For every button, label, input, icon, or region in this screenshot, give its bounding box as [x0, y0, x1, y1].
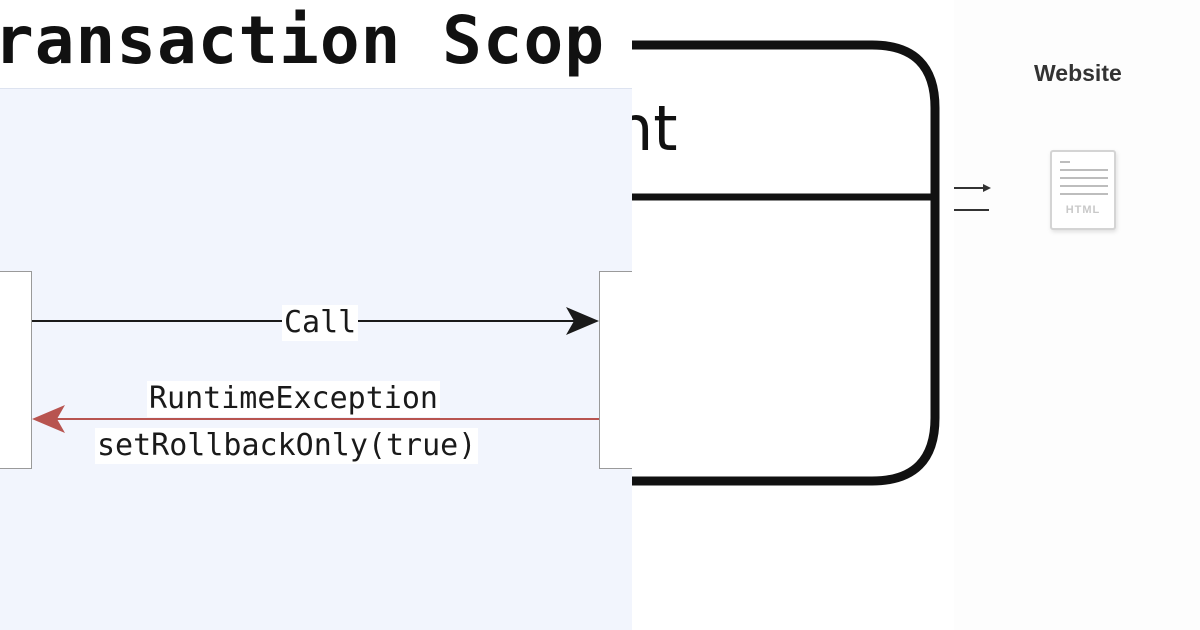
- connection-arrows: [954, 184, 991, 211]
- uml-box-label: nt: [632, 92, 678, 165]
- html-file-label: HTML: [1065, 204, 1101, 216]
- call-arrow-head: [566, 307, 599, 335]
- doc-line: [1060, 185, 1108, 187]
- uml-box-outline: [632, 40, 940, 486]
- uml-box-panel: nt: [632, 0, 954, 630]
- exception-arrow-head: [32, 405, 65, 433]
- callee-activation-box: [599, 271, 632, 469]
- caller-activation-box: [0, 271, 32, 469]
- website-title: Website: [1034, 60, 1122, 86]
- transaction-scope-area: [0, 88, 632, 630]
- rollback-message-label: setRollbackOnly(true): [95, 428, 479, 464]
- call-message-label: Call: [282, 305, 359, 341]
- html-file-icon: HTML: [1050, 150, 1116, 230]
- doc-line: [1060, 161, 1070, 163]
- diagram-title: ransaction Scop: [0, 2, 606, 79]
- sequence-diagram-panel: ransaction Scop Call RuntimeException se…: [0, 0, 632, 630]
- doc-line: [1060, 169, 1108, 171]
- uml-box-border: [632, 40, 940, 486]
- connector-top-head: [983, 184, 991, 192]
- doc-line: [1060, 193, 1108, 195]
- website-node-panel: Website HTML: [954, 0, 1200, 630]
- doc-line: [1060, 177, 1108, 179]
- exception-message-label: RuntimeException: [147, 381, 440, 417]
